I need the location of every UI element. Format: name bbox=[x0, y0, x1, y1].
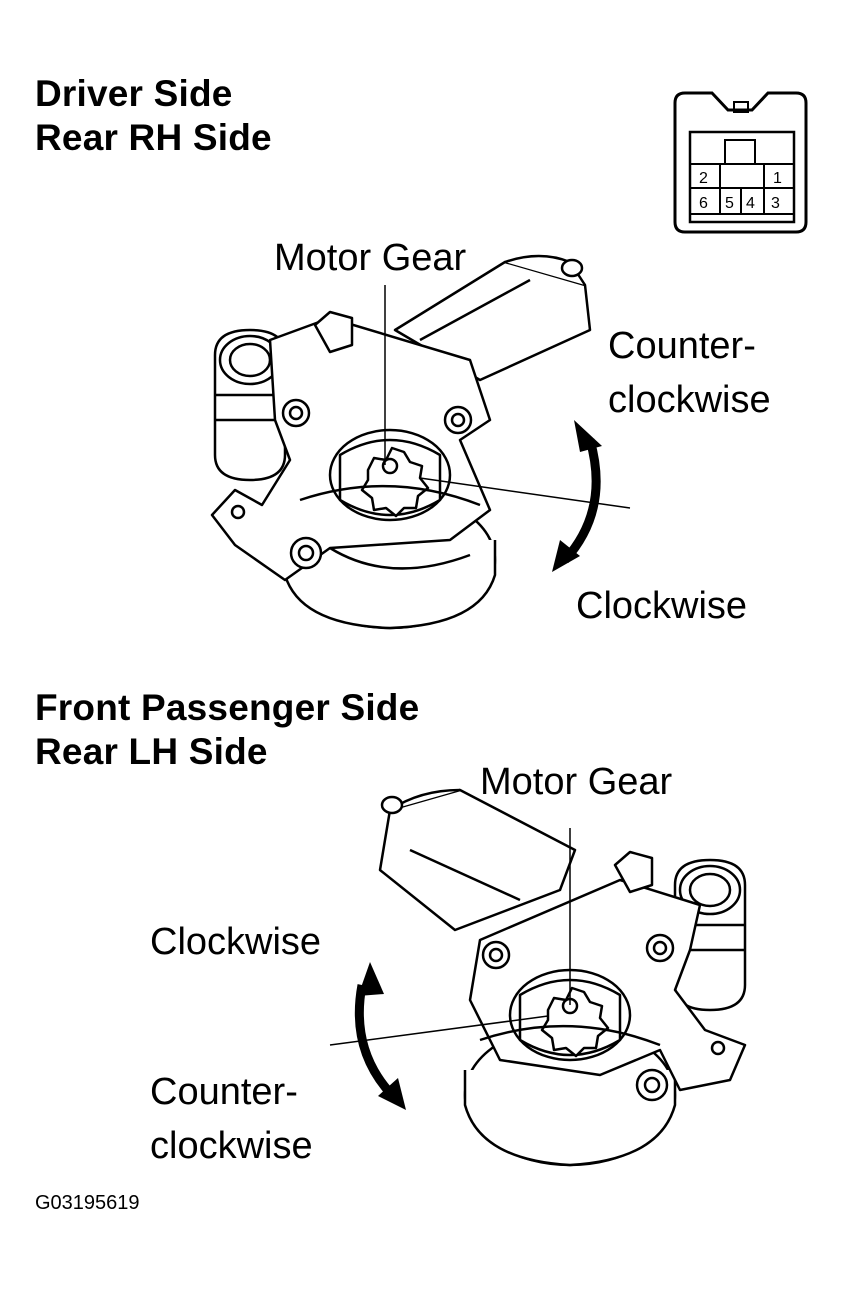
top-heading: Driver Side Rear RH Side bbox=[35, 72, 272, 160]
top-motor-assembly bbox=[210, 254, 592, 630]
bottom-motor-gear-label: Motor Gear bbox=[480, 761, 673, 803]
bottom-ccw-label-line1: Counter- bbox=[150, 1071, 298, 1113]
top-heading-line1: Driver Side bbox=[35, 73, 233, 114]
top-cw-label: Clockwise bbox=[576, 585, 748, 627]
top-motor-gear-label: Motor Gear bbox=[274, 237, 467, 279]
top-ccw-label-line2: clockwise bbox=[608, 379, 771, 421]
double-curved-arrow-icon bbox=[552, 420, 602, 572]
bottom-motor-assembly bbox=[378, 788, 747, 1167]
pin-label: 5 bbox=[725, 195, 734, 212]
connector-pin-numbers: 2 1 6 5 4 3 bbox=[699, 170, 782, 212]
pin-label: 3 bbox=[771, 195, 780, 212]
pin-label: 1 bbox=[773, 170, 782, 187]
pin-label: 2 bbox=[699, 170, 708, 187]
bottom-ccw-label-line2: clockwise bbox=[150, 1125, 313, 1167]
double-curved-arrow-icon bbox=[354, 962, 406, 1110]
top-heading-line2: Rear RH Side bbox=[35, 117, 272, 158]
bottom-heading-line2: Rear LH Side bbox=[35, 731, 268, 772]
figure-id: G03195619 bbox=[35, 1192, 140, 1214]
bottom-heading: Front Passenger Side Rear LH Side bbox=[35, 686, 419, 774]
pin-label: 6 bbox=[699, 195, 708, 212]
bottom-cw-label: Clockwise bbox=[150, 921, 322, 963]
pin-label: 4 bbox=[746, 195, 755, 212]
connector-face-icon bbox=[673, 91, 808, 234]
top-ccw-label-line1: Counter- bbox=[608, 325, 756, 367]
bottom-heading-line1: Front Passenger Side bbox=[35, 687, 420, 728]
